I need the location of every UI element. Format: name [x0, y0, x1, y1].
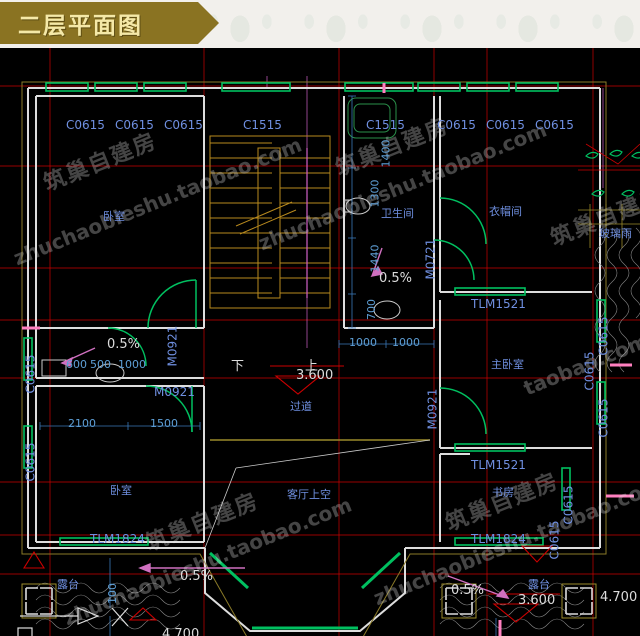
elevation-markers — [23, 365, 560, 623]
header-banner: 二层平面图 — [0, 0, 640, 48]
column-outline-boxes — [21, 583, 597, 619]
exterior-walls — [27, 87, 601, 632]
staircase — [209, 135, 331, 309]
column-symbols — [25, 587, 593, 615]
cad-vector-layer — [0, 48, 640, 636]
slope-arrows — [60, 247, 510, 599]
terrace-tile-hatch — [35, 227, 640, 630]
canopy-red-lines — [578, 143, 640, 171]
void-diagonal — [204, 439, 431, 549]
page-title: 二层平面图 — [18, 13, 143, 39]
bathtub-fixture — [347, 97, 397, 139]
windows — [23, 82, 606, 630]
title-ribbon: 二层平面图 — [0, 2, 219, 44]
basin-fixture — [373, 300, 401, 320]
glass-canopy-symbol — [585, 149, 640, 197]
wc-basin-corridor — [41, 359, 125, 383]
section-direction-arrow — [17, 607, 129, 636]
canopy-grid — [578, 204, 640, 248]
interior-walls — [35, 95, 592, 543]
wall-offset-lines — [21, 81, 607, 636]
toilet-fixture — [343, 197, 371, 215]
dimension-lines — [39, 95, 497, 636]
door-swings — [107, 197, 487, 435]
pink-accent-bars — [22, 83, 634, 636]
